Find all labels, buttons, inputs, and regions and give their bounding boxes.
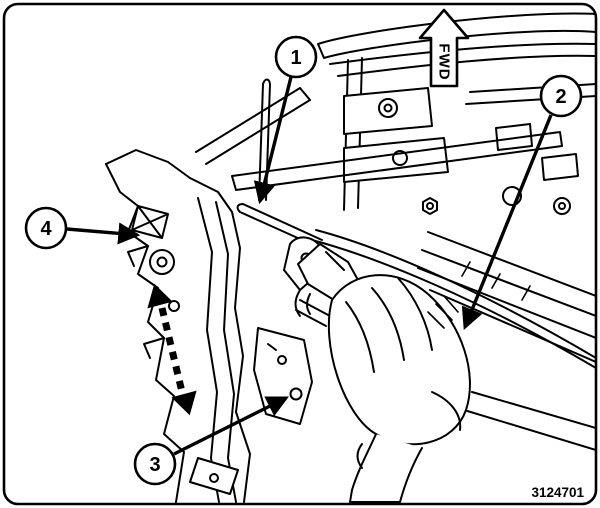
callout-3-leader — [173, 396, 289, 456]
callout-1-circle — [274, 35, 318, 79]
callout-3: 3 — [133, 396, 289, 486]
drill-handle — [349, 433, 423, 503]
power-drill — [297, 243, 471, 503]
screw-location — [289, 387, 303, 401]
callout-2-leader — [461, 114, 553, 331]
illustration: FWD 1 2 3 4 3124701 — [24, 8, 596, 503]
callout-2: 2 — [461, 74, 583, 331]
motion-arrow-up-head — [147, 283, 173, 309]
callout-2-circle — [539, 74, 583, 118]
fwd-arrow-outline — [418, 8, 470, 88]
drill-body — [327, 274, 471, 446]
callout-4-circle — [24, 206, 68, 250]
frame-rail-lines — [417, 231, 596, 451]
callout-3-circle — [133, 442, 177, 486]
motion-arrow-down-head — [171, 390, 197, 416]
callout-1: 1 — [253, 35, 318, 205]
callout-4-leader — [66, 222, 141, 245]
motion-arrow — [147, 283, 197, 416]
drill-vents — [427, 295, 459, 329]
callout-3-number: 3 — [149, 454, 160, 476]
drill-trigger — [356, 443, 363, 469]
callout-2-number: 2 — [555, 86, 566, 108]
callout-4-number: 4 — [40, 218, 52, 240]
fwd-label: FWD — [436, 43, 453, 80]
figure-number: 3124701 — [531, 485, 584, 500]
callout-4: 4 — [24, 206, 141, 250]
callout-1-number: 1 — [290, 47, 301, 69]
bolt-head — [422, 197, 438, 215]
fwd-arrow: FWD — [418, 8, 470, 88]
callout-1-leader — [253, 76, 293, 205]
